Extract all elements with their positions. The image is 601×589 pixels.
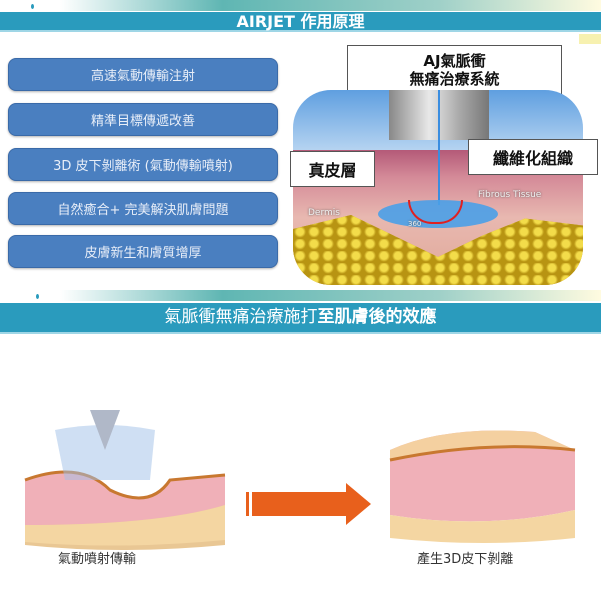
decor [579, 34, 601, 44]
system-label: AJ氣脈衝 無痛治療系統 [347, 45, 562, 95]
dermis-label: 真皮層 [290, 151, 375, 187]
fibrous-en-label: Fibrous Tissue [478, 190, 542, 200]
system-label-line1: AJ氣脈衝 [423, 52, 486, 70]
caption-before: 氣動噴射傳輸 [58, 552, 137, 567]
feature-5: 皮膚新生和膚質增厚 [8, 235, 278, 268]
feature-3: 3D 皮下剝離術 (氣動傳輸噴射) [8, 148, 278, 181]
feature-4: 自然癒合+ 完美解決肌膚問題 [8, 192, 278, 225]
dermis-en-label: Dermis [308, 208, 340, 218]
section1-title: AIRJET 作用原理 [236, 12, 365, 31]
feature-2: 精準目標傳遞改善 [8, 103, 278, 136]
skin-block-after [389, 430, 576, 543]
section2-banner: 氣脈衝無痛治療施打至肌膚後的效應 [0, 303, 601, 334]
air-jet [438, 90, 440, 205]
drop-icon [36, 294, 39, 299]
fibrous-label: 纖維化組織 [468, 139, 598, 175]
caption-after: 產生3D皮下剝離 [417, 552, 514, 567]
skin-block-before [24, 410, 226, 550]
section1-banner: AIRJET 作用原理 [0, 12, 601, 32]
feature-1: 高速氣動傳輸注射 [8, 58, 278, 91]
skin-diagram: Dermis Fibrous Tissue 360 [293, 90, 583, 285]
section2-title-bold: 至肌膚後的效應 [317, 307, 437, 327]
section2-title-normal: 氣脈衝無痛治療施打 [164, 307, 318, 327]
angle-label: 360 [408, 220, 422, 228]
system-label-line2: 無痛治療系統 [409, 70, 500, 88]
drop-icon [31, 4, 34, 9]
arrow-icon [246, 483, 371, 525]
